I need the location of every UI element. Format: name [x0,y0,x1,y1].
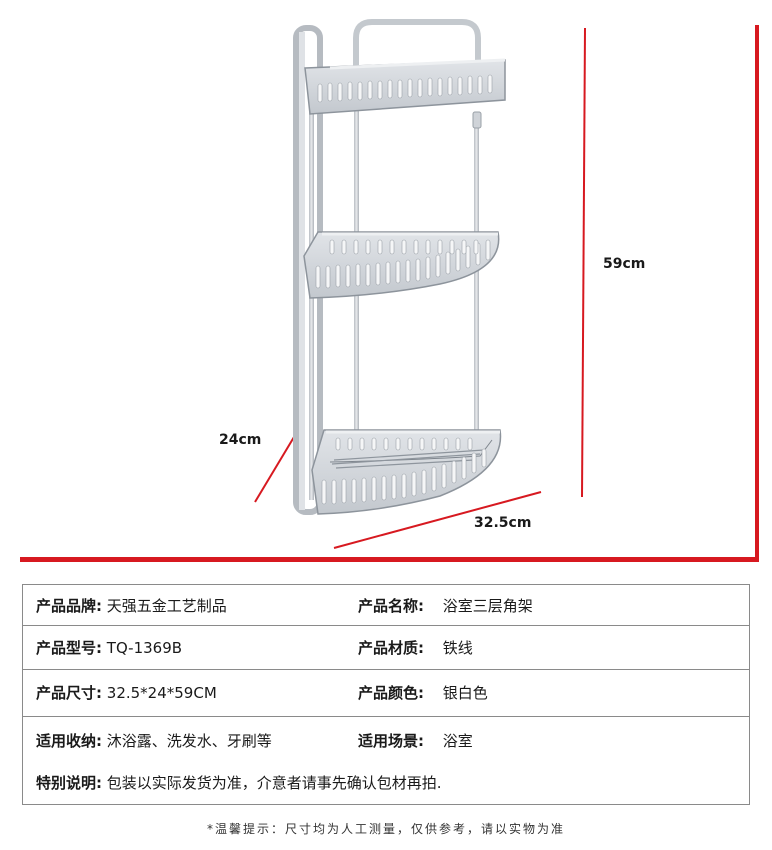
spec-value: 浴室三层角架 [442,597,533,615]
spec-value: 银白色 [442,684,488,702]
spec-table: 产品品牌: 天强五金工艺制品 产品名称: 浴室三层角架 产品型号: TQ-136… [22,584,750,805]
width-label: 32.5cm [474,515,532,531]
spec-value: 浴室 [442,732,473,750]
spec-value: TQ-1369B [106,639,183,657]
red-border-lines [20,25,759,562]
spec-value: 32.5*24*59CM [106,684,217,702]
disclaimer-tip: *温馨提示：尺寸均为人工测量，仅供参考，请以实物为准 [206,822,565,836]
spec-row: 产品品牌: 天强五金工艺制品 产品名称: 浴室三层角架 [23,585,749,626]
spec-label: 产品材质: [358,639,424,657]
spec-label: 适用场景: [358,732,424,750]
spec-label: 产品名称: [358,597,424,615]
depth-label: 24cm [219,432,262,448]
spec-label: 产品颜色: [358,684,424,702]
spec-value: 天强五金工艺制品 [106,597,227,615]
spec-row: 特别说明: 包装以实际发货为准，介意者请事先确认包材再拍. [23,761,749,805]
spec-value: 包装以实际发货为准，介意者请事先确认包材再拍. [106,774,442,792]
spec-label: 产品尺寸: [36,684,102,702]
spec-label: 产品品牌: [36,597,102,615]
spec-value: 沐浴露、洗发水、牙刷等 [106,732,272,750]
height-label: 59cm [603,256,646,272]
spec-row: 产品型号: TQ-1369B 产品材质: 铁线 [23,626,749,670]
depth-dimension-line [254,431,298,503]
product-image [20,19,759,562]
height-dimension-line [581,27,586,498]
spec-label: 特别说明: [36,774,102,792]
spec-row: 产品尺寸: 32.5*24*59CM 产品颜色: 银白色 [23,670,749,717]
spec-value: 铁线 [442,639,473,657]
spec-label: 产品型号: [36,639,102,657]
width-dimension-line [333,491,542,549]
corner-shelf-drawing [293,19,506,515]
spec-label: 适用收纳: [36,732,102,750]
spec-row: 适用收纳: 沐浴露、洗发水、牙刷等 适用场景: 浴室 [23,717,749,761]
